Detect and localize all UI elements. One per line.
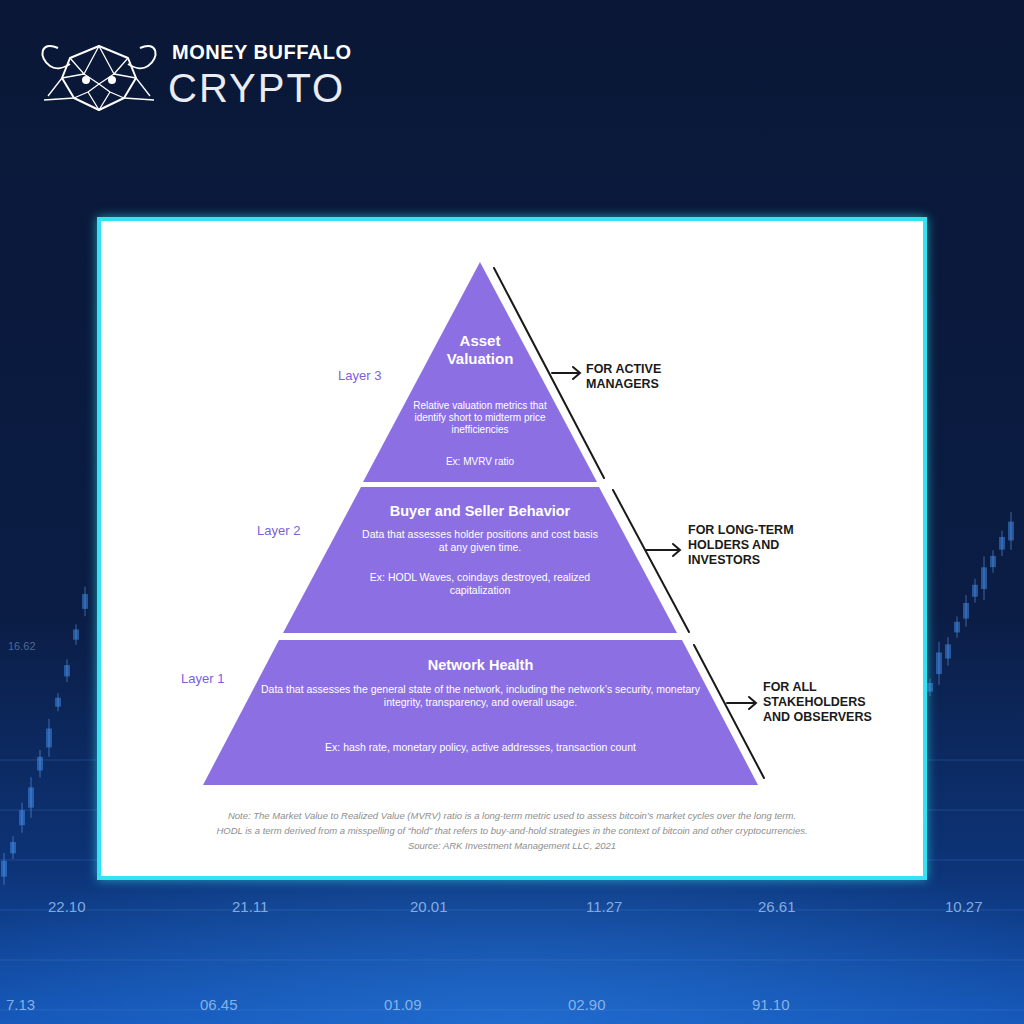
chart-number: 26.61 [758, 898, 828, 916]
chart-number: 02.90 [568, 996, 638, 1014]
layer-label: Layer 3 [338, 368, 408, 384]
buffalo-logo [42, 46, 155, 110]
arrow [727, 697, 756, 709]
pyramid-layer: Network HealthData that assesses the gen… [203, 640, 758, 785]
pyramid-layer: Asset ValuationRelative valuation metric… [363, 262, 597, 482]
audience-label: FOR LONG-TERM HOLDERS AND INVESTORS [688, 523, 818, 568]
source-text: Source: ARK Investment Management LLC, 2… [107, 840, 917, 851]
layer-description: Relative valuation metrics that identify… [411, 400, 549, 436]
chart-number: 06.45 [200, 996, 270, 1014]
layer-description: Data that assesses the general state of … [256, 683, 706, 708]
note-text: HODL is a term derived from a misspellin… [107, 825, 917, 836]
layer-fill [363, 262, 597, 482]
chart-number: 91.10 [752, 996, 822, 1014]
pyramid-layer: Buyer and Seller BehaviorData that asses… [283, 487, 677, 633]
chart-number: 20.01 [410, 898, 480, 916]
layer-label: Layer 1 [181, 671, 251, 687]
chart-number: 7.13 [6, 996, 76, 1014]
arrow [552, 367, 580, 379]
chart-number: 16.62 [8, 640, 68, 653]
layer-heading: Buyer and Seller Behavior [350, 503, 610, 520]
layer-description: Data that assesses holder positions and … [362, 528, 598, 553]
layer-shape [363, 262, 597, 482]
layer-examples: Ex: MVRV ratio [395, 456, 565, 468]
audience-label: FOR ALL STAKEHOLDERS AND OBSERVERS [763, 680, 895, 725]
chart-number: 21.11 [232, 898, 302, 916]
chart-number: 10.27 [945, 898, 1015, 916]
layer-heading: Asset Valuation [434, 332, 526, 368]
chart-number: 11.27 [586, 898, 656, 916]
layer-fill [283, 487, 677, 633]
layer-label: Layer 2 [257, 523, 327, 539]
audience-label: FOR ACTIVE MANAGERS [586, 362, 716, 392]
brand-name: CRYPTO [168, 64, 428, 112]
chart-number: 22.10 [48, 898, 118, 916]
brand-name: MONEY BUFFALO [172, 40, 412, 64]
note-text: Note: The Market Value to Realized Value… [107, 810, 917, 821]
arrow [646, 544, 680, 556]
layer-examples: Ex: HODL Waves, coindays destroyed, real… [345, 571, 615, 596]
layer-heading: Network Health [331, 657, 631, 674]
chart-number: 01.09 [384, 996, 454, 1014]
layer-fill [203, 640, 758, 785]
layer-examples: Ex: hash rate, monetary policy, active a… [241, 741, 721, 754]
